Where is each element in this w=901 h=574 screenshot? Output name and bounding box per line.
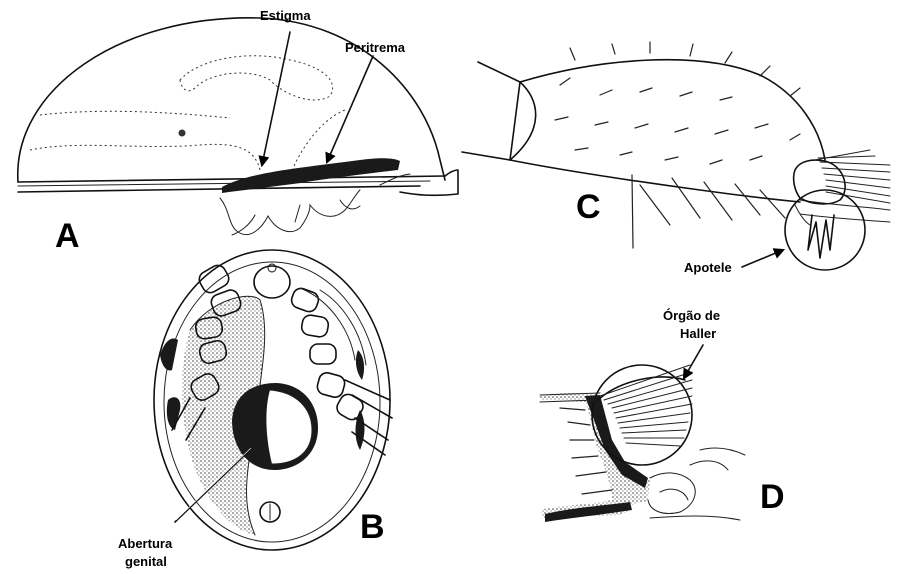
orgao-de-haller-label-line1: Órgão de (663, 308, 720, 323)
peritrema-callout: Peritrema (327, 40, 406, 162)
panel-c-leg-segment (462, 42, 890, 270)
panel-letter-c: C (576, 188, 601, 226)
peritrema-label: Peritrema (345, 40, 406, 55)
apotele-label: Apotele (684, 260, 732, 275)
orgao-de-haller-label-line2: Haller (680, 326, 716, 341)
panel-letter-d: D (760, 478, 785, 516)
panel-letter-b: B (360, 508, 385, 546)
panel-b-ventral-body (154, 250, 392, 550)
estigma-callout: Estigma (260, 8, 311, 165)
apotele-callout: Apotele (684, 250, 783, 275)
panel-d-tarsus (540, 365, 745, 522)
abertura-genital-label-line1: Abertura (118, 536, 173, 551)
panel-letter-a: A (55, 217, 80, 255)
orgao-de-haller-callout: Órgão de Haller (663, 308, 720, 378)
abertura-genital-label-line2: genital (125, 554, 167, 569)
estigma-label: Estigma (260, 8, 311, 23)
